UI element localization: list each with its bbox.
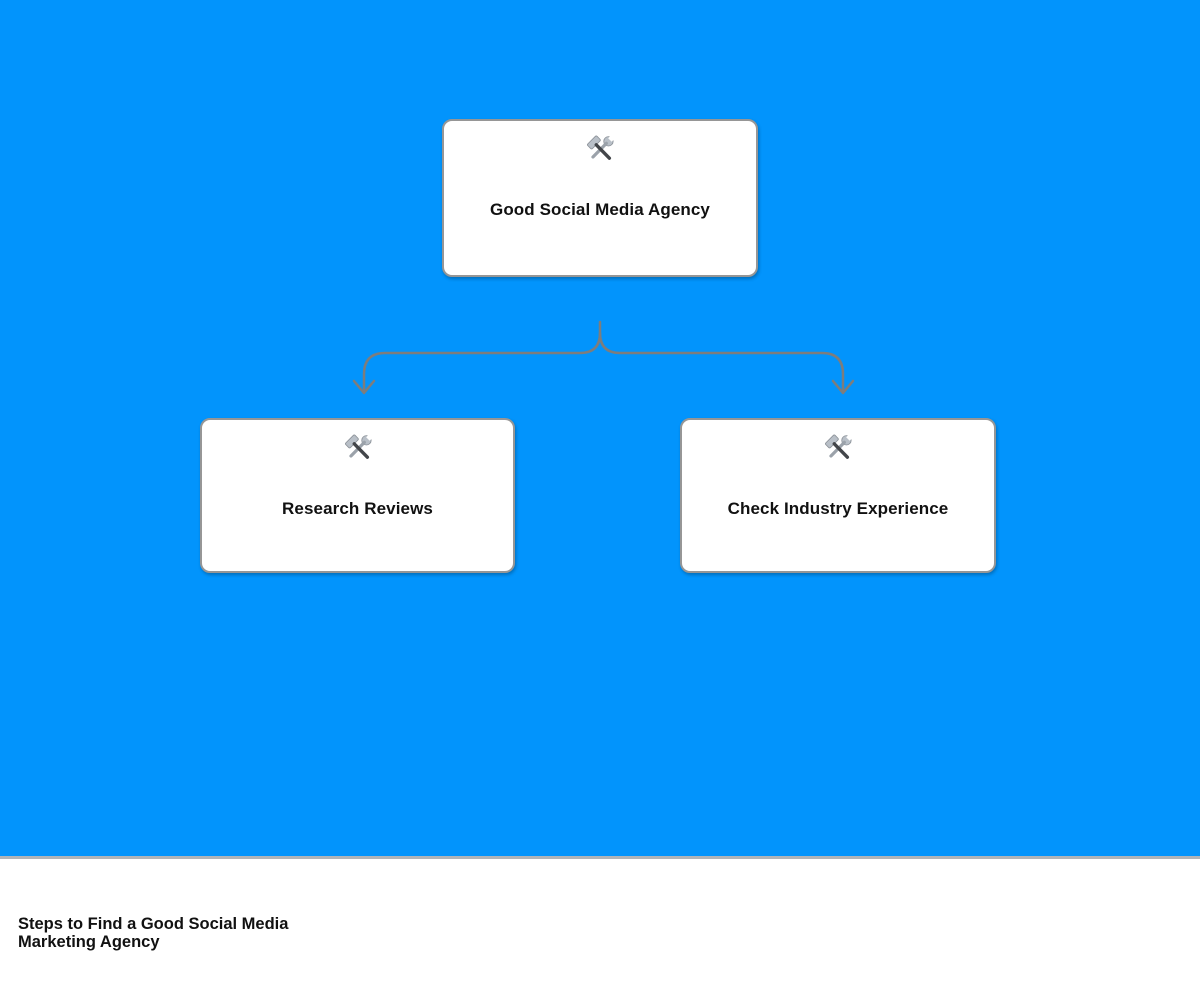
node-label: Good Social Media Agency <box>490 200 710 219</box>
node-label: Check Industry Experience <box>727 499 949 518</box>
connector-left-branch <box>362 320 602 393</box>
section-divider <box>0 856 1200 859</box>
arrowhead-right-icon <box>831 379 855 395</box>
node-label: Research Reviews <box>282 499 433 518</box>
node-child-right: Check Industry Experience <box>680 418 996 573</box>
caption-area: Steps to Find a Good Social Media Market… <box>0 859 1200 1000</box>
diagram-canvas: Good Social Media Agency Research Review… <box>0 0 1200 856</box>
arrowhead-left-icon <box>352 379 376 395</box>
node-root: Good Social Media Agency <box>442 119 758 277</box>
hammer-wrench-icon <box>825 433 853 459</box>
hammer-wrench-icon <box>587 134 615 160</box>
node-child-left: Research Reviews <box>200 418 515 573</box>
hammer-wrench-icon <box>344 433 373 459</box>
connector-right-branch <box>598 331 845 393</box>
caption-title: Steps to Find a Good Social Media Market… <box>18 915 289 952</box>
